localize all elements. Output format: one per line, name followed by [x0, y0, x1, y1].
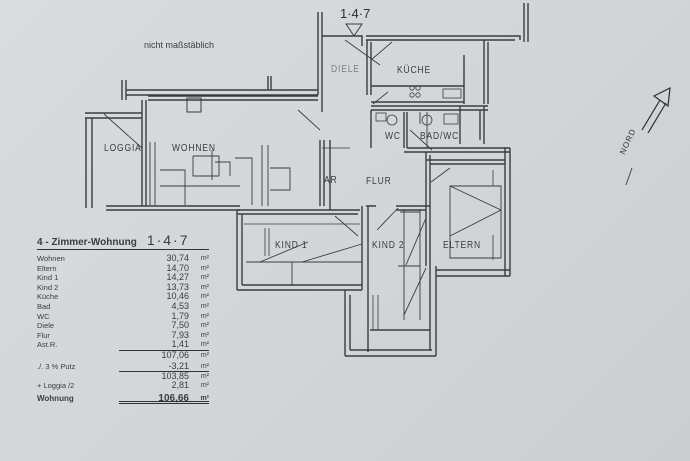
room-label-wohnen: WOHNEN: [172, 143, 216, 154]
area-table-unit: 1·4·7: [146, 232, 190, 248]
room-label-diele: DIELE: [331, 64, 360, 75]
room-label-flur: FLUR: [366, 176, 392, 187]
north-arrow-icon: [625, 86, 671, 186]
unit-number-marker: 1·4·7: [340, 6, 371, 21]
room-label-kind2: KIND 2: [372, 240, 405, 251]
room-label-kueche: KÜCHE: [397, 65, 432, 76]
room-label-wc: WC: [385, 131, 401, 142]
room-label-ar: AR: [324, 175, 338, 186]
room-label-eltern: ELTERN: [443, 240, 482, 251]
area-table-title: 4 - Zimmer-Wohnung 1·4·7: [37, 232, 209, 250]
room-label-loggia: LOGGIA: [104, 143, 142, 154]
room-label-kind1: KIND 1: [275, 240, 308, 251]
room-label-bad-wc: BAD/WC: [420, 131, 460, 142]
scale-note: nicht maßstäblich: [144, 40, 215, 50]
